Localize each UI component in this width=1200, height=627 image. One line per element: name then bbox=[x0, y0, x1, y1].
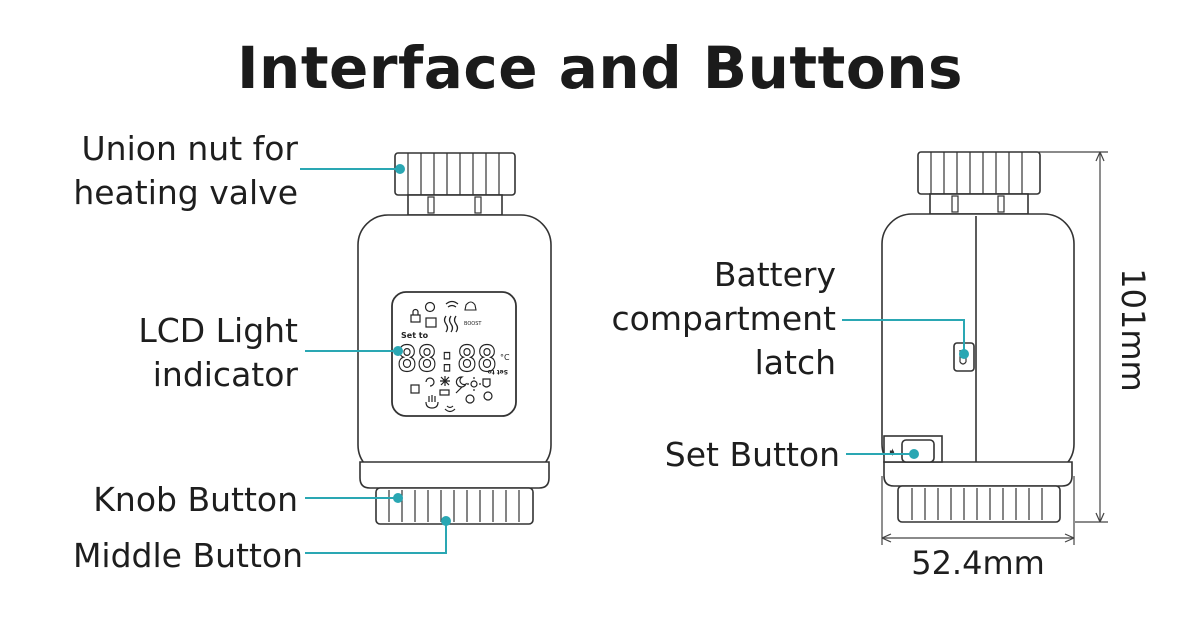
label-knob-button: Knob Button bbox=[93, 480, 298, 519]
set-button-dot bbox=[909, 449, 919, 459]
label-battery-latch: Battery compartment latch bbox=[612, 253, 836, 385]
shield-icon bbox=[482, 378, 491, 388]
moon-icon bbox=[455, 376, 468, 388]
front-view bbox=[357, 152, 552, 525]
union-nut bbox=[394, 152, 516, 196]
lock-icon bbox=[410, 308, 421, 323]
bottom-collar bbox=[359, 461, 550, 489]
wifi-icon bbox=[445, 300, 459, 308]
hand-icon bbox=[425, 395, 439, 409]
battery-latch-dot bbox=[959, 349, 969, 359]
lcd-unit: °C bbox=[500, 353, 510, 362]
label-middle-button: Middle Button bbox=[72, 536, 303, 575]
wrench-icon bbox=[455, 386, 463, 394]
side-neck bbox=[929, 193, 1029, 215]
signal-icon bbox=[444, 405, 456, 413]
label-lcd-line1: LCD Light bbox=[138, 311, 298, 350]
snowflake-icon bbox=[440, 376, 450, 386]
lcd-digits: 88:88 bbox=[397, 339, 497, 380]
lcd-set-to-top: Set to bbox=[401, 331, 429, 340]
lcd-content: BOOST Set to 88:88 °C Set to bbox=[396, 300, 510, 413]
window-icon bbox=[425, 317, 437, 328]
label-union-nut-line2: heating valve bbox=[73, 173, 298, 212]
label-union-nut: Union nut for heating valve bbox=[73, 127, 298, 215]
calendar-icon bbox=[410, 384, 420, 394]
label-lcd: LCD Light indicator bbox=[138, 309, 298, 397]
clock-icon bbox=[424, 301, 436, 313]
union-nut-ridges bbox=[407, 153, 500, 195]
lcd-dot bbox=[393, 346, 403, 356]
lcd-screen bbox=[391, 291, 517, 417]
page-title: Interface and Buttons bbox=[236, 34, 964, 102]
side-leaders bbox=[842, 319, 969, 459]
side-bottom-collar bbox=[883, 461, 1073, 487]
dimension-lines bbox=[881, 151, 1108, 545]
label-union-nut-line1: Union nut for bbox=[81, 129, 298, 168]
label-lcd-line2: indicator bbox=[152, 355, 298, 394]
arrow-icon bbox=[425, 377, 435, 387]
sun-icon bbox=[470, 380, 478, 388]
height-dimension-label: 101mm bbox=[1114, 268, 1152, 391]
front-leaders bbox=[300, 164, 451, 554]
battery-icon bbox=[439, 389, 450, 396]
boost-text: BOOST bbox=[464, 321, 482, 327]
bell-icon bbox=[464, 301, 477, 311]
lcd-set-to-right: Set to bbox=[488, 368, 508, 375]
home-icon bbox=[483, 391, 493, 401]
timer-icon bbox=[465, 394, 475, 404]
union-nut-dot bbox=[395, 164, 405, 174]
heat-waves-icon bbox=[443, 315, 459, 333]
knob-dot bbox=[393, 493, 403, 503]
label-battery-line2: compartment bbox=[611, 299, 836, 338]
label-set-button: Set Button bbox=[664, 435, 840, 474]
set-button-arrow-icon: ➧ bbox=[887, 445, 897, 459]
width-dimension-label: 52.4mm bbox=[911, 544, 1045, 582]
neck bbox=[407, 194, 503, 216]
side-view: ➧ bbox=[881, 151, 1075, 523]
label-battery-line1: Battery bbox=[713, 255, 836, 294]
side-body bbox=[881, 213, 1075, 475]
side-knob bbox=[897, 485, 1061, 523]
label-battery-line3: latch bbox=[754, 343, 836, 382]
middle-button-dot bbox=[441, 516, 451, 526]
